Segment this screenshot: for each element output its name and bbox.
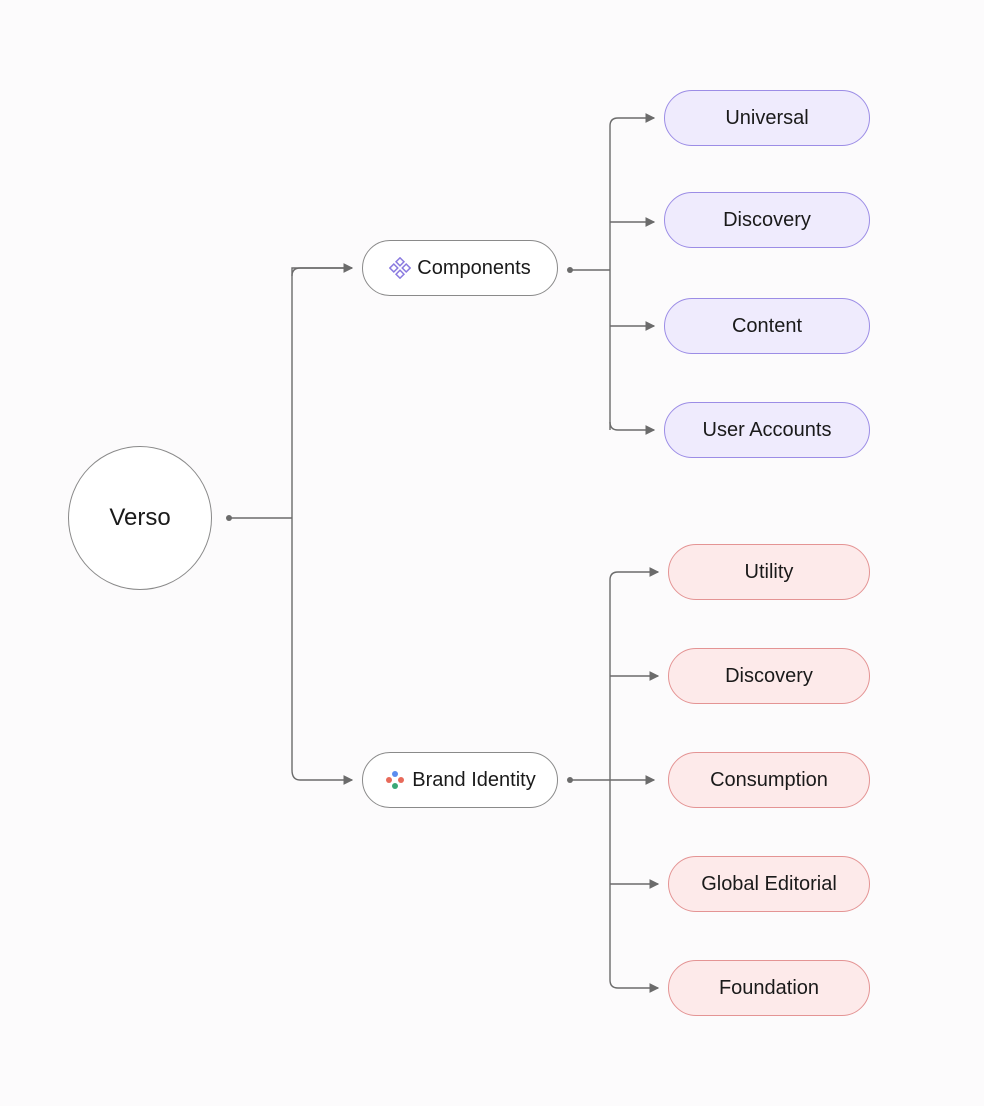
branch-label-brand-identity: Brand Identity <box>412 768 536 791</box>
leaf-label: Content <box>731 314 803 337</box>
connector-to-components <box>291 267 354 785</box>
leaf-utility[interactable]: Utility <box>668 544 870 600</box>
brand-dots-icon <box>384 769 406 791</box>
branch-label-components: Components <box>417 256 531 279</box>
leaf-content[interactable]: Content <box>664 298 870 354</box>
leaf-user-accounts[interactable]: User Accounts <box>664 402 870 458</box>
leaf-label: Consumption <box>710 768 828 791</box>
root-port-dot <box>226 515 232 521</box>
leaf-label: Foundation <box>718 976 820 999</box>
leaf-discovery-components[interactable]: Discovery <box>664 192 870 248</box>
components-icon <box>389 257 412 279</box>
connector-to-utility <box>609 567 660 980</box>
leaf-label: Universal <box>725 106 809 129</box>
branch-node-components[interactable]: Components <box>362 240 558 296</box>
leaf-label: Discovery <box>723 208 811 231</box>
brand-port-dot <box>567 777 573 783</box>
leaf-universal[interactable]: Universal <box>664 90 870 146</box>
leaf-label: User Accounts <box>702 418 832 441</box>
leaf-consumption[interactable]: Consumption <box>668 752 870 808</box>
leaf-global-editorial[interactable]: Global Editorial <box>668 856 870 912</box>
connector-to-universal <box>609 113 656 430</box>
components-port-dot <box>567 267 573 273</box>
leaf-label: Discovery <box>725 664 813 687</box>
connector-to-brand-identity-top <box>291 263 354 276</box>
root-label: Verso <box>109 504 171 531</box>
root-node-verso[interactable]: Verso <box>68 446 212 590</box>
connector-to-foundation <box>609 979 660 993</box>
leaf-discovery-brand[interactable]: Discovery <box>668 648 870 704</box>
connector-to-user-accounts <box>609 421 656 435</box>
branch-node-brand-identity[interactable]: Brand Identity <box>362 752 558 808</box>
leaf-foundation[interactable]: Foundation <box>668 960 870 1016</box>
leaf-label: Global Editorial <box>701 872 837 895</box>
leaf-label: Utility <box>744 560 794 583</box>
